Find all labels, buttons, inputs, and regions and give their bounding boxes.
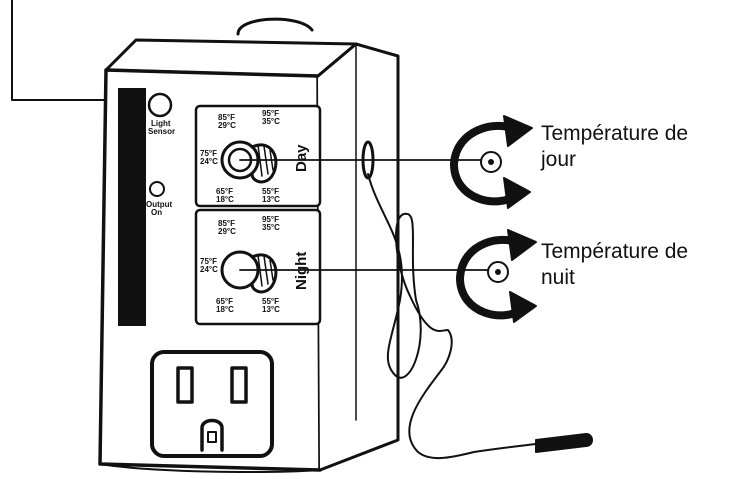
night-rotate-icon [456,229,537,323]
night-scale-65f: 65°F [216,297,233,306]
night-scale-29c: 29°C [218,227,236,236]
day-dial-label: Day [293,144,310,172]
night-scale-55f: 55°F [262,297,279,306]
night-temperature-callout: Température de nuit [541,239,688,291]
night-scale-35c: 35°C [262,223,280,232]
day-scale-18c: 18°C [216,195,234,204]
housing-top-cap [236,17,314,36]
night-scale-95f: 95°F [262,215,279,224]
night-scale-13c: 13°C [262,305,280,314]
output-on-label-line2: On [151,208,162,217]
model-label-strip [118,88,146,326]
model-label: Temp-1 [124,261,143,320]
day-scale-24c: 24°C [200,157,218,166]
day-scale-55f: 55°F [262,187,279,196]
night-scale-18c: 18°C [216,305,234,314]
day-scale-95f: 95°F [262,109,279,118]
probe-tip [535,433,593,453]
probe-cable [367,173,537,459]
light-sensor-icon [147,92,173,118]
night-scale-24c: 24°C [200,265,218,274]
night-scale-85f: 85°F [218,219,235,228]
light-sensor-label-line1: Light [151,119,171,128]
day-scale-65f: 65°F [216,187,233,196]
light-sensor-label-line2: Sensor [148,127,175,136]
night-callout-line2: nuit [541,266,575,289]
mode-label: Day & Night [126,119,143,210]
day-callout-line1: Température de [541,122,689,145]
output-led-icon [149,181,165,197]
night-dial-label: Night [293,252,310,290]
day-scale-35c: 35°C [262,117,280,126]
night-callout-line1: Température de [541,240,689,263]
day-scale-75f: 75°F [200,149,217,158]
day-callout-line2: jour [541,148,577,171]
day-scale-13c: 13°C [262,195,280,204]
day-rotate-icon [450,115,533,209]
day-scale-85f: 85°F [218,113,235,122]
day-temperature-callout: Température de jour [541,121,688,173]
output-on-label-line1: Output [146,200,173,209]
night-scale-75f: 75°F [200,257,217,266]
day-scale-29c: 29°C [218,121,236,130]
power-outlet [150,350,274,458]
